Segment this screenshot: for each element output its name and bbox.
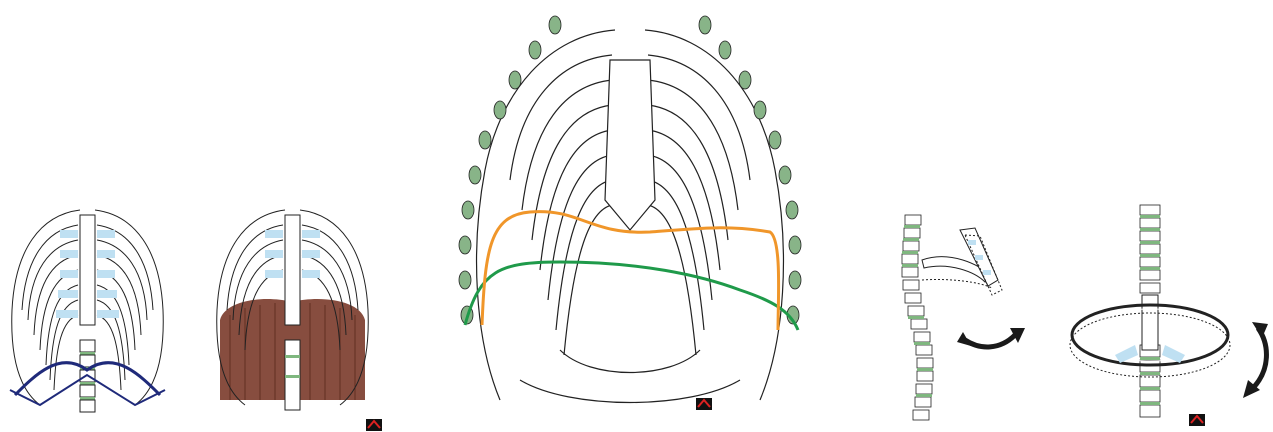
logo-icon [1188,411,1206,427]
ribcage-small-2 [205,190,380,430]
ribcage-small-1 [0,190,175,430]
rotation-arrow-icon [955,310,1035,360]
bucket-handle-motion-panel [1060,195,1273,430]
pump-handle-motion-panel [880,200,1040,430]
ribcage-diaphragm-muscle-panel [205,190,380,430]
ribcage-large-breathing-lines-panel [440,0,820,430]
ribcage-diaphragm-outline-panel [0,190,175,430]
ribcage-large [440,0,820,430]
logo-icon [695,395,713,411]
rotation-arrow-icon [1228,320,1273,400]
